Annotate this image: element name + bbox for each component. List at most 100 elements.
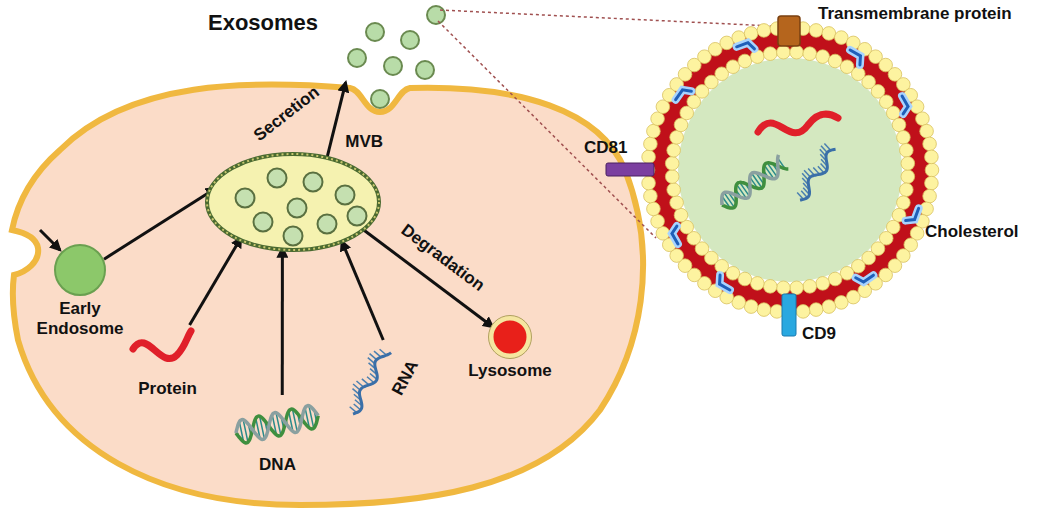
- lipid-head: [920, 124, 934, 138]
- lipid-head: [674, 208, 688, 222]
- lipid-head: [897, 196, 911, 210]
- cholesterol-symbol: [670, 226, 685, 244]
- cholesterol-line: [856, 269, 874, 285]
- cholesterol-line: [895, 96, 910, 114]
- strand: [796, 146, 840, 202]
- cholesterol-glow: [716, 275, 734, 290]
- intraluminal-vesicle: [336, 186, 355, 205]
- strand: [717, 155, 789, 213]
- flow-arrow: [327, 82, 345, 156]
- helix: [717, 155, 789, 213]
- exosome: [384, 57, 402, 75]
- lipid-head: [763, 47, 777, 61]
- lipid-head: [738, 272, 752, 286]
- lipid-head: [732, 296, 746, 310]
- mvb-membrane-texture: [207, 154, 379, 250]
- lipid-head: [670, 131, 684, 145]
- lysosome-circle: [491, 318, 529, 356]
- protein-node: Protein: [125, 325, 210, 405]
- cholesterol-line: [670, 226, 685, 244]
- lipid-head: [651, 214, 665, 228]
- lipid-head: [828, 54, 842, 68]
- lipid-head: [790, 45, 804, 59]
- lipid-head: [644, 137, 658, 151]
- exosomes-node: Exosomes: [200, 0, 355, 85]
- lipid-head: [925, 150, 939, 164]
- node-label: Exosomes: [208, 10, 318, 36]
- rna-cargo: [789, 141, 840, 203]
- intraluminal-vesicle: [288, 199, 307, 218]
- lipid-head: [846, 290, 860, 304]
- lipid-head: [900, 183, 914, 197]
- lipid-head: [757, 303, 771, 317]
- cholesterol-symbol: [676, 87, 692, 105]
- transmembrane-protein-symbol: [778, 16, 800, 46]
- lipid-head: [923, 189, 937, 203]
- lipid-head: [803, 280, 817, 294]
- lipid-head: [803, 47, 817, 61]
- lipid-head: [901, 157, 915, 171]
- lipid-head: [809, 303, 823, 317]
- node-label: Protein: [125, 379, 210, 399]
- intraluminal-vesicle: [284, 227, 303, 246]
- node-label: DNA: [230, 455, 325, 475]
- cholesterol-line: [716, 275, 734, 290]
- rna-node: RNA: [345, 340, 430, 420]
- cholesterol-line: [676, 87, 692, 105]
- flow-arrow: [342, 241, 383, 340]
- lipid-head: [901, 170, 915, 184]
- edge-label: Degradation: [397, 221, 488, 297]
- exosome: [348, 49, 366, 67]
- intraluminal-vesicle: [236, 189, 255, 208]
- intraluminal-vesicle: [268, 169, 287, 188]
- dna-node: DNA: [230, 395, 325, 480]
- node-label: RNA: [388, 357, 423, 399]
- lipid-head: [665, 157, 679, 171]
- lipid-head: [665, 170, 679, 184]
- lipid-head: [642, 176, 656, 190]
- node-label: Early Endosome: [30, 299, 130, 339]
- exosome-lumen: [678, 58, 902, 282]
- lysosome-outline: [489, 316, 532, 359]
- callout-label: CD81: [584, 138, 627, 158]
- cholesterol-symbol: [846, 50, 864, 65]
- lipid-head: [647, 124, 661, 138]
- lipid-head: [790, 281, 804, 295]
- callout-label: Transmembrane protein: [818, 4, 1012, 24]
- lipid-head: [809, 24, 823, 38]
- exosome: [366, 23, 384, 41]
- lipid-head: [925, 163, 939, 177]
- strand: [234, 404, 321, 445]
- lipid-head: [822, 27, 836, 41]
- lysosome-node: Lysosome: [465, 315, 555, 390]
- strand: [349, 348, 392, 416]
- cd81-symbol: [606, 163, 654, 176]
- lipid-head: [642, 150, 656, 164]
- protein-cargo: [758, 114, 838, 133]
- flow-arrow: [104, 188, 216, 259]
- cholesterol-symbol: [895, 96, 910, 114]
- lipid-head: [816, 277, 830, 291]
- lipid-head: [777, 281, 791, 295]
- lipid-head: [925, 176, 939, 190]
- lipid-head: [751, 277, 765, 291]
- exosome: [401, 31, 419, 49]
- rna-strand: [341, 344, 392, 416]
- helix: [234, 404, 321, 445]
- node-shape: [205, 140, 385, 255]
- node-label: Lysosome: [465, 361, 555, 381]
- lipid-head: [670, 196, 684, 210]
- rna-strand: [789, 141, 840, 203]
- lipid-bilayer: [660, 40, 920, 300]
- lipid-head: [892, 118, 906, 132]
- flow-arrow: [281, 248, 284, 395]
- intraluminal-vesicle: [304, 173, 323, 192]
- lipid-head: [777, 45, 791, 59]
- lipid-head: [816, 50, 830, 64]
- exosome: [416, 61, 434, 79]
- lipid-head: [763, 280, 777, 294]
- mvb-node: MVB: [205, 140, 385, 255]
- callout-label: CD9: [802, 324, 836, 344]
